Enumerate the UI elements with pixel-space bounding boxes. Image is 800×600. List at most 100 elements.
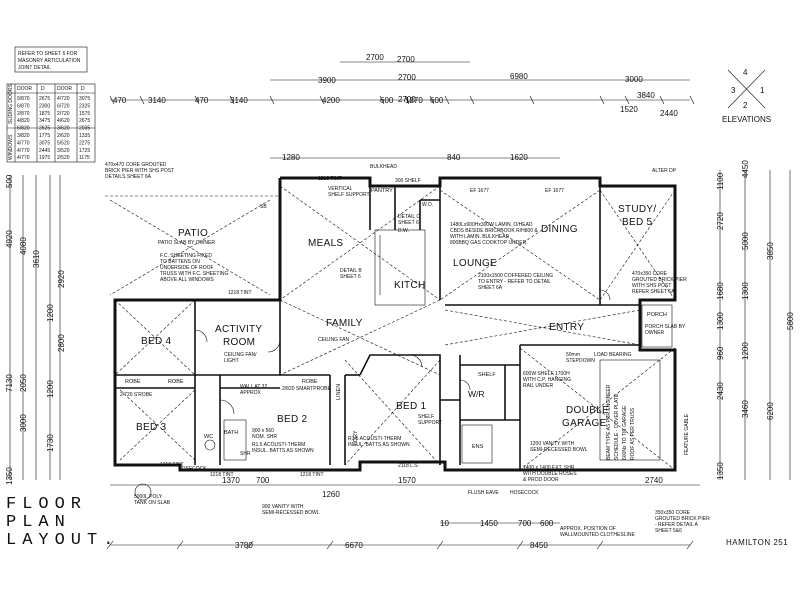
dimension-tick	[436, 540, 444, 550]
plan-name: HAMILTON 251	[726, 538, 789, 547]
robe-label-3: ROBE	[302, 379, 318, 385]
svg-text:PATIO SLAB BY OWNER: PATIO SLAB BY OWNER	[158, 240, 215, 246]
dimension-tick	[106, 540, 114, 550]
svg-text:1350: 1350	[5, 467, 14, 485]
drawing-title: FLOOR PLAN LAYOUT.	[6, 496, 119, 550]
svg-text:CEILING FAN: CEILING FAN	[318, 337, 350, 343]
svg-text:3140: 3140	[230, 96, 248, 105]
svg-text:2050: 2050	[19, 374, 28, 392]
dimension-tick	[469, 95, 475, 105]
svg-text:ABOVE ALL WINDOWS: ABOVE ALL WINDOWS	[160, 277, 214, 283]
svg-text:5000: 5000	[741, 232, 750, 250]
dimension-tick	[429, 95, 435, 105]
svg-text:2118 L.S.: 2118 L.S.	[398, 463, 419, 469]
svg-text:SHELF: SHELF	[418, 414, 434, 420]
svg-text:TO BATTENS ON: TO BATTENS ON	[160, 259, 200, 265]
table-cell: 2275	[79, 140, 90, 146]
table-cell: 2/720	[57, 111, 70, 117]
svg-text:8450: 8450	[530, 541, 548, 550]
svg-text:WITH C.P. HANGING: WITH C.P. HANGING	[523, 377, 571, 383]
svg-text:3: 3	[731, 86, 736, 95]
svg-text:470x470 CORE GROUTED: 470x470 CORE GROUTED	[105, 162, 167, 168]
svg-text:RAIL UNDER: RAIL UNDER	[523, 383, 553, 389]
svg-text:DETAILS SHEET 6A: DETAILS SHEET 6A	[105, 174, 152, 180]
svg-text:1570: 1570	[398, 476, 416, 485]
svg-text:UNDERSIDE OF ROOF: UNDERSIDE OF ROOF	[160, 265, 214, 271]
svg-text:300 SHELF: 300 SHELF	[395, 178, 421, 184]
articulation-note: REFER TO SHEET 6 FOR MASONRY ARTICULATIO…	[14, 46, 88, 73]
svg-text:840: 840	[447, 153, 461, 162]
table-cell: 2675	[79, 118, 90, 124]
family-label: FAMILY	[326, 318, 363, 329]
svg-text:FLUSH EAVE: FLUSH EAVE	[468, 490, 499, 496]
patio-label: PATIO	[178, 228, 208, 239]
svg-text:ELEVATIONS: ELEVATIONS	[722, 115, 771, 124]
wc-label: WC	[204, 434, 213, 440]
table-cell: 6/870	[17, 103, 30, 109]
svg-text:4080: 4080	[19, 237, 28, 255]
table-cell: 2625	[39, 126, 50, 132]
svg-text:FEATURE GABLE: FEATURE GABLE	[684, 413, 690, 455]
svg-text:1218 TINT: 1218 TINT	[160, 462, 184, 468]
svg-text:EF 1677: EF 1677	[470, 188, 489, 194]
svg-text:SEMI-RECESSED BOWL: SEMI-RECESSED BOWL	[530, 447, 588, 453]
table-cell: 6/720	[57, 103, 70, 109]
svg-text:600: 600	[380, 96, 394, 105]
svg-text:GROUTED BRICK PIER: GROUTED BRICK PIER	[632, 277, 687, 283]
dimension-tick	[596, 540, 604, 550]
svg-text:3610: 3610	[32, 250, 41, 268]
dimension-tick	[246, 540, 254, 550]
table-cell: 1175	[79, 155, 90, 161]
dining-label: DINING	[541, 224, 578, 235]
elevation-compass: 4 3 1 2 ELEVATIONS	[722, 68, 771, 124]
svg-text:VERTICAL: VERTICAL	[328, 186, 353, 192]
table-cell: 2300	[39, 103, 50, 109]
svg-text:50mm: 50mm	[566, 352, 580, 358]
svg-text:1218 TINT: 1218 TINT	[300, 472, 324, 478]
svg-text:2700: 2700	[397, 55, 415, 64]
svg-text:LOAD BEARING: LOAD BEARING	[594, 352, 632, 358]
svg-text:2/720 S'ROBE: 2/720 S'ROBE	[120, 392, 153, 398]
svg-text:350x350 CORE: 350x350 CORE	[655, 510, 691, 516]
svg-text:SB: SB	[260, 204, 267, 210]
svg-text:600: 600	[430, 96, 444, 105]
dimension-tick	[444, 95, 450, 105]
svg-text:1200: 1200	[46, 304, 55, 322]
svg-text:1620: 1620	[510, 153, 528, 162]
svg-text:SUPPORT: SUPPORT	[418, 420, 442, 426]
svg-text:REFER TO SHEET 6 FOR: REFER TO SHEET 6 FOR	[18, 51, 78, 57]
table-cell: 1725	[79, 148, 90, 154]
svg-text:BRICK PIER WITH SHS POST: BRICK PIER WITH SHS POST	[105, 168, 174, 174]
svg-text:ALTER DP: ALTER DP	[652, 168, 677, 174]
dimension-tick	[404, 95, 410, 105]
dimension-tick	[109, 95, 115, 105]
svg-text:SHEET 6: SHEET 6	[398, 220, 419, 226]
kitch-label: KITCH	[394, 280, 426, 291]
table-cell: 2675	[39, 96, 50, 102]
bottom-dimensions: 1370 700 1260 1570 2740 3780 6670 8450 1…	[106, 476, 700, 550]
table-cell: 3475	[39, 118, 50, 124]
study-label: STUDY/	[618, 204, 656, 215]
table-cell: 3/820	[17, 133, 30, 139]
svg-text:D.W.: D.W.	[398, 228, 409, 234]
table-cell: 1335	[79, 133, 90, 139]
svg-text:6670: 6670	[345, 541, 363, 550]
svg-text:3000: 3000	[19, 414, 28, 432]
svg-text:700: 700	[256, 476, 270, 485]
svg-text:1100: 1100	[716, 172, 725, 190]
svg-text:1450: 1450	[480, 519, 498, 528]
table-cell: 4/720	[57, 96, 70, 102]
svg-text:STEPDOWN: STEPDOWN	[566, 358, 595, 364]
svg-text:600Nx TO TIE GARAGE: 600Nx TO TIE GARAGE	[622, 405, 628, 460]
meals-label: MEALS	[308, 238, 343, 249]
svg-text:960: 960	[716, 346, 725, 360]
svg-text:WITH LAMIN. BULKHEAD: WITH LAMIN. BULKHEAD	[450, 234, 510, 240]
title-line-1: FLOOR	[6, 495, 88, 514]
svg-text:1218 TINT: 1218 TINT	[318, 176, 342, 182]
svg-text:6980: 6980	[510, 72, 528, 81]
svg-text:SHELF SUPPORT: SHELF SUPPORT	[328, 192, 370, 198]
svg-text:DOOR: DOOR	[57, 86, 72, 92]
dimension-tick	[686, 540, 694, 550]
table-cell: 2325	[79, 103, 90, 109]
